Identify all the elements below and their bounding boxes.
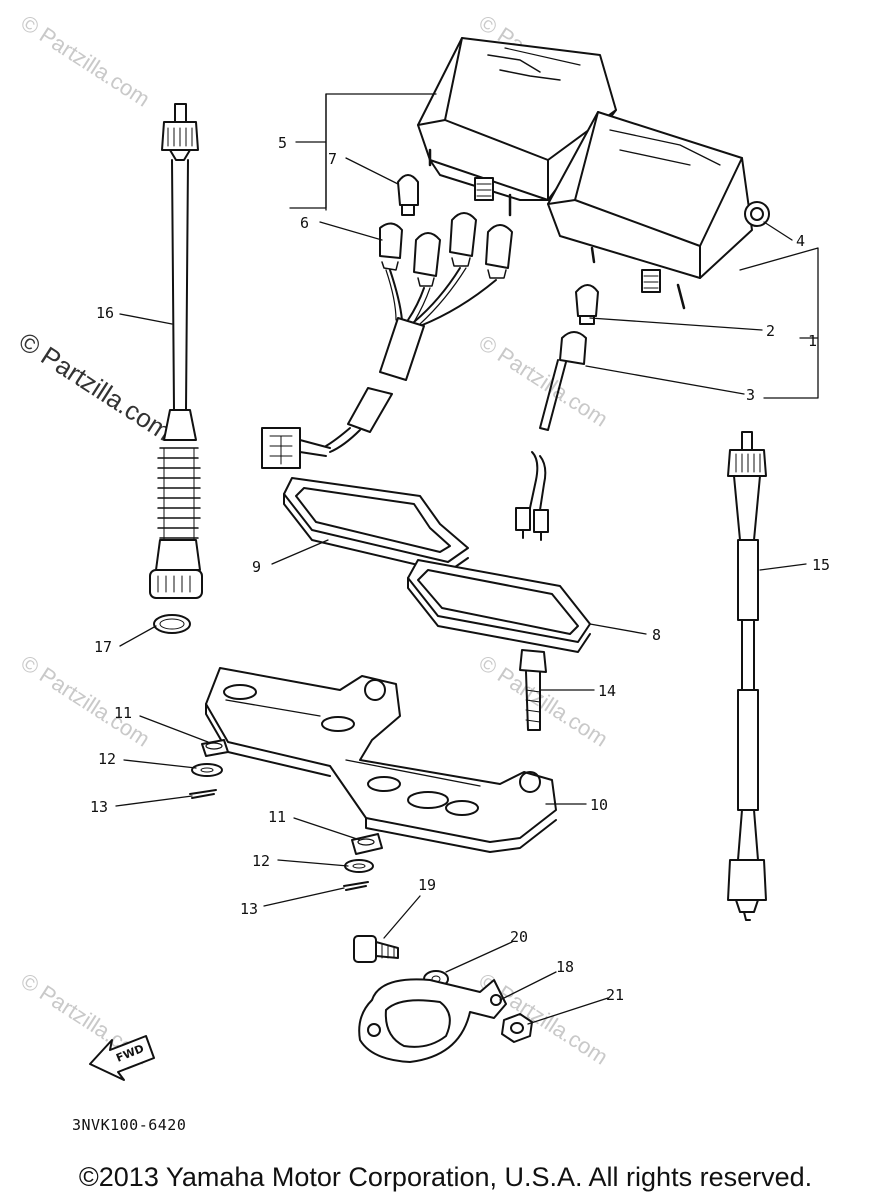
callout-6: 6: [300, 214, 309, 232]
bolt-19: [353, 935, 399, 963]
exploded-view-drawing: FWD: [89, 37, 830, 1081]
washer-17: [153, 614, 191, 634]
grommet-11: [201, 739, 229, 757]
washer-12: [191, 763, 223, 777]
meter-assembly-1: [547, 111, 770, 310]
callout-7: 7: [328, 150, 337, 168]
callout-9: 9: [252, 558, 261, 576]
meter-bracket-10: [205, 667, 557, 853]
wire-harness-6: [261, 212, 513, 469]
washer-12: [344, 859, 374, 873]
bulb-2: [575, 284, 599, 325]
callout-21: 21: [606, 986, 624, 1004]
callout-11: 11: [114, 704, 132, 722]
nut-21: [501, 1013, 533, 1043]
callout-16: 16: [96, 304, 114, 322]
grommet-11: [351, 833, 383, 855]
callout-18: 18: [556, 958, 574, 976]
callout-11: 11: [268, 808, 286, 826]
callout-2: 2: [766, 322, 775, 340]
bolt-14: [519, 649, 547, 731]
callout-5: 5: [278, 134, 287, 152]
copyright-notice: ©2013 Yamaha Motor Corporation, U.S.A. A…: [78, 1162, 813, 1192]
callout-3: 3: [746, 386, 755, 404]
leader-lines: [115, 93, 819, 1025]
bulb-7: [397, 174, 419, 216]
callout-13: 13: [240, 900, 258, 918]
callout-17: 17: [94, 638, 112, 656]
callout-12: 12: [252, 852, 270, 870]
callout-20: 20: [510, 928, 528, 946]
diagram-code: 3NVK100-6420: [72, 1116, 187, 1134]
callout-15: 15: [812, 556, 830, 574]
callout-4: 4: [796, 232, 805, 250]
forward-arrow-icon: FWD: [89, 1035, 155, 1081]
clip-13: [189, 789, 217, 799]
gasket-9: [283, 477, 469, 573]
clip-13: [343, 881, 369, 891]
callout-10: 10: [590, 796, 608, 814]
tachometer-cable-15: [727, 431, 767, 921]
callout-8: 8: [652, 626, 661, 644]
clamp-18: [358, 978, 507, 1063]
callout-labels: 5 7 6 4 2 1 3 16 9 8 15 17 14 11 12 13 1…: [90, 134, 830, 1004]
callout-13: 13: [90, 798, 108, 816]
socket-3: [515, 331, 587, 541]
callout-1: 1: [808, 332, 817, 350]
callout-19: 19: [418, 876, 436, 894]
meter-assembly-5: [417, 37, 617, 217]
callout-14: 14: [598, 682, 616, 700]
callout-12: 12: [98, 750, 116, 768]
gasket-8: [407, 559, 591, 653]
speedometer-cable-16: [149, 103, 203, 599]
